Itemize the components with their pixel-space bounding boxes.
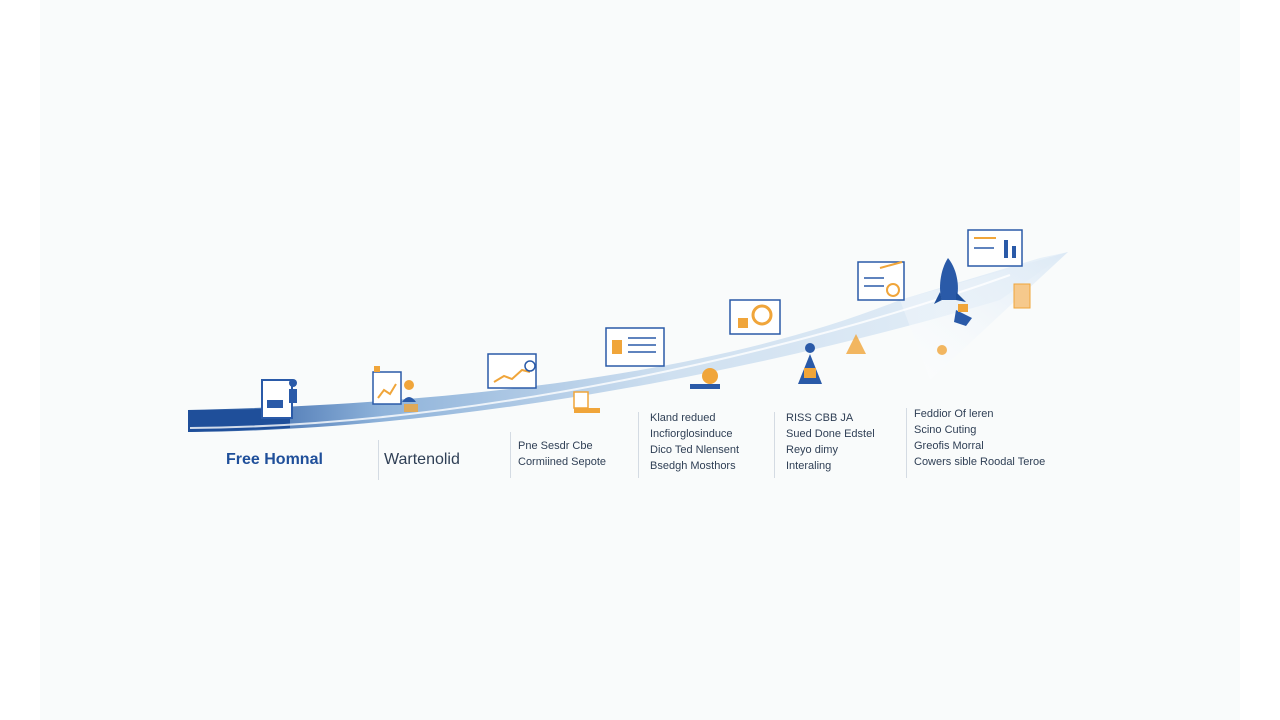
rocket-icon: [934, 229, 1031, 355]
stage-4-line-3: Dico Ted Nlensent: [650, 444, 740, 456]
document-person-icon: [261, 379, 297, 419]
stage-4-line-1: Kland redued: [650, 412, 716, 424]
screen-list-icon: [605, 327, 720, 389]
stage-6-line-3: Greofis Morral: [914, 440, 984, 452]
stage-4-line-2: Incfiorglosinduce: [650, 428, 733, 440]
stage-2-title: Wartenolid: [384, 451, 460, 468]
stage-5-text: RISS CBB JA Sued Done Edstel Reyo dimy I…: [786, 410, 875, 474]
stage-6-text: Feddior Of leren Scino Cuting Greofis Mo…: [914, 406, 1045, 470]
chart-person-icon: [372, 366, 418, 412]
arrow-head: [900, 252, 1068, 380]
divider-4: [774, 412, 775, 478]
stage-4-line-4: Bsedgh Mosthors: [650, 460, 736, 472]
divider-5: [906, 408, 907, 478]
stage-5-line-1: RISS CBB JA: [786, 412, 854, 424]
stage-5-line-3: Reyo dimy: [786, 444, 838, 456]
stage-3-line-2: Cormiined Sepote: [518, 456, 607, 468]
stage-3-text: Pne Sesdr Cbe Cormiined Sepote: [518, 438, 606, 470]
divider-1: [378, 440, 379, 480]
stage-6-line-1: Feddior Of leren: [914, 408, 994, 420]
stage-5-line-2: Sued Done Edstel: [786, 428, 875, 440]
divider-3: [638, 412, 639, 478]
stage-6-line-4: Cowers sible Roodal Teroe: [914, 456, 1046, 468]
screen-gear-icon: [729, 261, 905, 384]
stage-4-text: Kland redued Incfiorglosinduce Dico Ted …: [650, 410, 739, 474]
arrow-highlight: [189, 274, 1011, 429]
stage-1-title: Free Homnal: [226, 451, 323, 468]
stage-3-line-1: Pne Sesdr Cbe: [518, 440, 593, 452]
stage-5-line-4: Interaling: [786, 460, 832, 472]
stage-6-line-2: Scino Cuting: [914, 424, 977, 436]
divider-2: [510, 432, 511, 478]
screen-chart-icon: [487, 353, 600, 413]
